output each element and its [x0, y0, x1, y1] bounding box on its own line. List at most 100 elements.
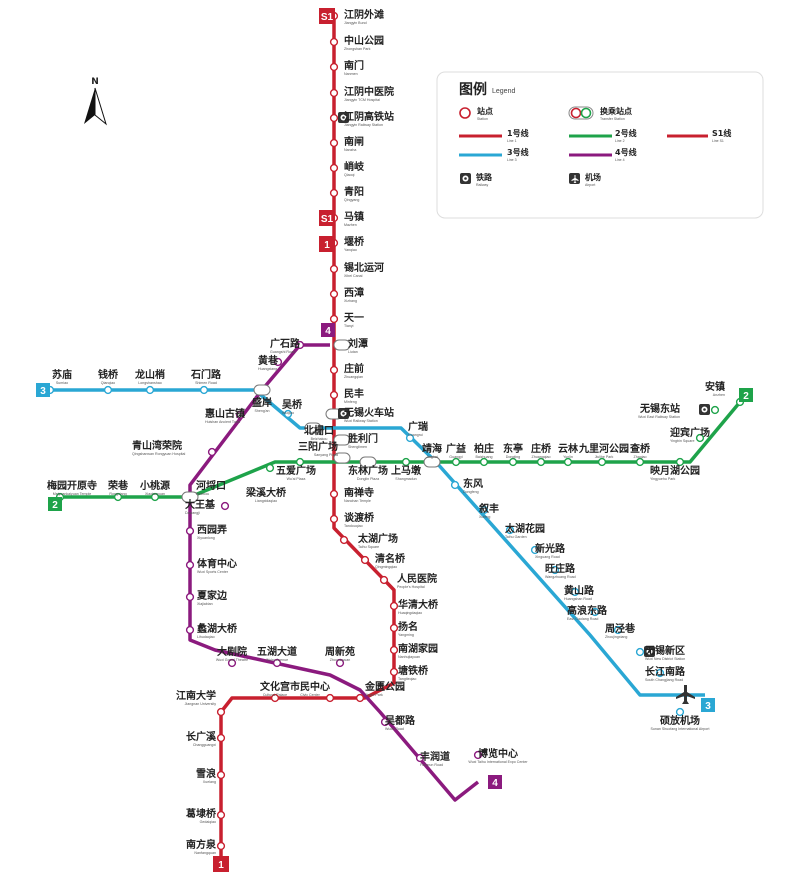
station-name-en: Nanmen: [344, 72, 358, 76]
station-name-cn[interactable]: 锡北运河: [344, 261, 384, 274]
station-name-cn[interactable]: 柏庄: [474, 442, 494, 455]
station-name-cn[interactable]: 长广溪: [186, 730, 217, 743]
station-mark: [339, 535, 349, 545]
station-mark: [199, 385, 209, 395]
station-name-cn[interactable]: 体育中心: [197, 557, 237, 570]
station-name-cn[interactable]: 高浪东路: [567, 604, 608, 617]
station-name-cn[interactable]: 东林广场: [348, 464, 388, 477]
station-name-cn[interactable]: 荣巷: [107, 479, 129, 492]
station-name-cn[interactable]: 周泾巷: [605, 622, 636, 635]
station-name-cn[interactable]: 太湖广场: [357, 532, 398, 545]
station-name-cn[interactable]: 江阴中医院: [344, 85, 394, 98]
station-name-cn[interactable]: 五湖大道: [257, 645, 297, 658]
station-name-cn[interactable]: 文化宫: [260, 680, 290, 693]
station-name-cn[interactable]: 东亭: [503, 442, 523, 455]
station-name-cn[interactable]: 无锡新区: [644, 644, 685, 657]
station-name-en: Minfeng: [344, 400, 357, 404]
station-name-cn[interactable]: 长江南路: [645, 665, 686, 678]
station-name-cn[interactable]: 周新苑: [325, 645, 355, 658]
station-name-cn[interactable]: 九里河公园: [578, 442, 629, 455]
station-name-cn[interactable]: 旺庄路: [545, 562, 576, 575]
station-name-cn[interactable]: 新光路: [535, 542, 566, 555]
station-name-cn[interactable]: 广益: [446, 442, 466, 455]
station-name-cn[interactable]: 太湖花园: [504, 522, 545, 535]
station-name-cn[interactable]: 梁溪大桥: [245, 486, 287, 499]
station-name-cn[interactable]: 安镇: [705, 380, 725, 393]
station-name-cn[interactable]: 刘潭: [348, 337, 368, 350]
station-name-cn[interactable]: 雪浪: [196, 767, 216, 780]
station-name-cn[interactable]: 无锡火车站: [343, 406, 394, 419]
station-name-cn[interactable]: 江阴外滩: [344, 8, 384, 21]
station-name-cn[interactable]: 丰润道: [420, 750, 450, 763]
station-name-cn[interactable]: 五爱广场: [276, 464, 316, 477]
station-name-cn[interactable]: 东风: [463, 477, 483, 490]
station-name-cn[interactable]: 上马墩: [391, 464, 422, 477]
station-name-cn[interactable]: 庄前: [344, 362, 364, 375]
station-name-cn[interactable]: 南方泉: [186, 838, 217, 851]
station-name-cn[interactable]: 叙丰: [478, 502, 499, 515]
station-name-cn[interactable]: 华清大桥: [398, 598, 439, 611]
station-name-cn[interactable]: 北栅口: [304, 424, 334, 437]
station-name-cn[interactable]: 惠山古镇: [205, 407, 245, 420]
station-name-en: Yanqiao: [344, 248, 357, 252]
station-name-cn[interactable]: 金匮公园: [364, 680, 405, 693]
station-name-cn[interactable]: 吴桥: [282, 398, 303, 411]
station-name-cn[interactable]: 南门: [344, 59, 364, 72]
station-name-cn[interactable]: 靖海: [422, 442, 442, 455]
station-name-cn[interactable]: 蠡湖大桥: [197, 622, 238, 635]
station-name-cn[interactable]: 广石路: [270, 337, 301, 350]
station-name-cn[interactable]: 人民医院: [397, 572, 437, 585]
station-name-cn[interactable]: 西漳: [344, 286, 364, 299]
station-name-en: Dongfeng: [463, 490, 479, 494]
station-name-cn[interactable]: 民丰: [344, 387, 364, 400]
station-name-cn[interactable]: 硕放机场: [660, 714, 700, 727]
svg-text:Line 3: Line 3: [507, 158, 517, 162]
station-name-cn[interactable]: 广瑞: [408, 420, 428, 433]
station-name-cn[interactable]: 大王基: [185, 498, 216, 511]
station-name-cn[interactable]: 塘铁桥: [398, 664, 429, 677]
station-name-cn[interactable]: 南闸: [344, 135, 364, 148]
station-name-cn[interactable]: 胜利门: [347, 432, 378, 445]
station-name-cn[interactable]: 青山湾荣院: [132, 439, 182, 452]
station-name-cn[interactable]: 江阴高铁站: [344, 110, 394, 123]
station-name-cn[interactable]: 峭岐: [344, 160, 364, 173]
station-name-cn[interactable]: 青阳: [344, 185, 364, 198]
station-name-cn[interactable]: 市民中心: [290, 680, 330, 693]
station-name-cn[interactable]: 葛埭桥: [185, 807, 217, 820]
station-name-cn[interactable]: 南禅寺: [344, 486, 374, 499]
station-name-cn[interactable]: 博览中心: [478, 747, 518, 760]
station-name-en: Yingbin Square: [670, 439, 694, 443]
station-name-cn[interactable]: 西园弄: [197, 524, 227, 536]
station-name-cn[interactable]: 云林: [558, 442, 579, 455]
station-name-cn[interactable]: 天一: [344, 312, 364, 324]
station-name-cn[interactable]: 查桥: [629, 442, 651, 455]
station-name-cn[interactable]: 谈渡桥: [344, 511, 375, 524]
station-name-cn[interactable]: 梅园开原寺: [47, 479, 97, 492]
station-name-cn[interactable]: 苏庙: [52, 368, 72, 381]
station-name-en: Wu'ai Plaza: [287, 477, 306, 481]
station-name-cn[interactable]: 江南大学: [176, 689, 216, 702]
station-name-cn[interactable]: 龙山梢: [134, 368, 165, 381]
station-name-cn[interactable]: 吴都路: [385, 714, 416, 727]
station-name-cn[interactable]: 扬名: [398, 620, 418, 633]
station-name-cn[interactable]: 钱桥: [98, 368, 119, 381]
station-mark: [295, 340, 305, 350]
station-name-cn[interactable]: 映月湖公园: [650, 464, 700, 477]
station-name-cn[interactable]: 清名桥: [375, 552, 406, 565]
station-name-cn[interactable]: 夏家边: [196, 589, 228, 602]
station-name-cn[interactable]: 堰桥: [344, 235, 365, 248]
station-name-cn[interactable]: 小桃源: [139, 479, 170, 492]
station-name-cn[interactable]: 河埒口: [196, 479, 226, 492]
station-name-cn[interactable]: 中山公园: [344, 34, 384, 47]
station-name-cn[interactable]: 三阳广场: [298, 440, 338, 453]
station-name-cn[interactable]: 大剧院: [217, 645, 247, 658]
station-name-cn[interactable]: 迎宾广场: [670, 426, 710, 439]
station-name-cn[interactable]: 马镇: [344, 210, 364, 223]
station-name-cn[interactable]: 庄桥: [531, 442, 552, 455]
station-name-cn[interactable]: 南湖家园: [398, 642, 438, 655]
station-name-cn[interactable]: 无锡东站: [639, 402, 680, 415]
station-name-cn[interactable]: 黄山路: [564, 584, 595, 597]
station-name-cn[interactable]: 盛岸: [252, 396, 272, 409]
station-name-cn[interactable]: 黄巷: [258, 354, 279, 367]
station-name-cn[interactable]: 石门路: [190, 368, 222, 381]
